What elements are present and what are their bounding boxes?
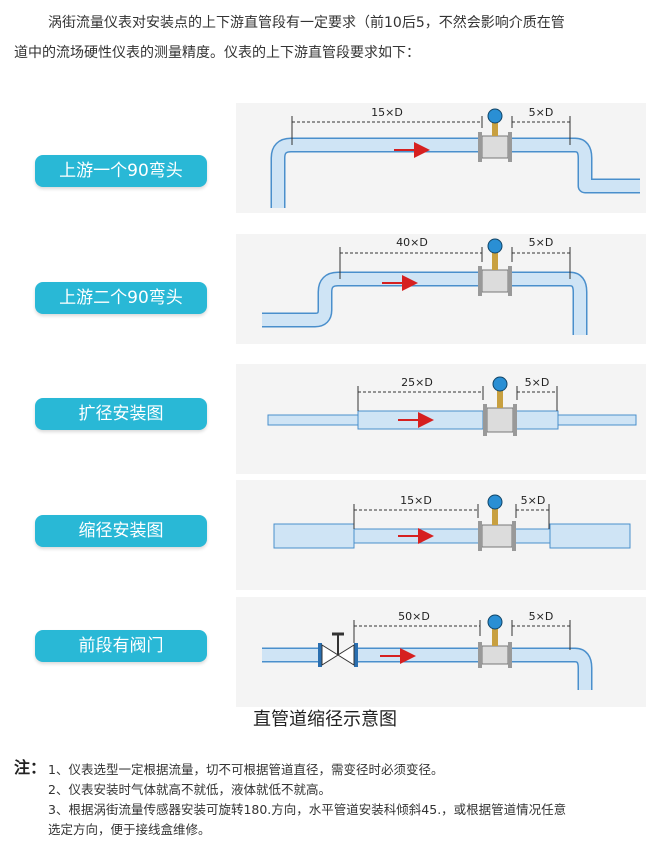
downstream-length-3: 5×D [525, 376, 550, 389]
intro-line-1: 涡街流量仪表对安装点的上下游直管段有一定要求（前10后5，不然会影响介质在管 [48, 15, 565, 31]
section-label-2: 上游二个90弯头 [35, 282, 207, 314]
meter-head-icon [487, 614, 503, 630]
intro-line-2: 道中的流场硬性仪表的测量精度。仪表的上下游直管段要求如下： [14, 45, 420, 61]
section-label-1: 上游一个90弯头 [35, 155, 207, 187]
downstream-length-5: 5×D [529, 610, 554, 623]
downstream-length-2: 5×D [529, 236, 554, 249]
section-label-5: 前段有阀门 [35, 630, 207, 662]
upstream-length-5: 50×D [398, 610, 430, 623]
upstream-length-4: 15×D [400, 494, 432, 507]
meter-head-icon [487, 238, 503, 254]
note-item-4: 选定方向，便于接线盒维修。 [48, 822, 211, 837]
notes-title: 注： [14, 758, 47, 777]
downstream-length-4: 5×D [521, 494, 546, 507]
meter-head-icon [492, 376, 508, 392]
diagram-two-elbows [262, 238, 588, 335]
valve-flange [318, 643, 322, 667]
note-item-3: 3、根据涡街流量传感器安装可旋转180.方向，水平管道安装科倾斜45.，或根据管… [48, 802, 567, 817]
note-item-1: 1、仪表选型一定根据流量，切不可根据管道直径，需变径时必须变径。 [48, 762, 444, 777]
meter-head-icon [487, 494, 503, 510]
meter-head-icon [487, 108, 503, 124]
upstream-length-3: 25×D [401, 376, 433, 389]
section-label-4: 缩径安装图 [35, 515, 207, 547]
pipe-diagrams: 15×D 5×D 40×D 5×D 25×D 5×D [262, 106, 640, 690]
downstream-length-1: 5×D [529, 106, 554, 119]
pipe-fill [272, 139, 640, 208]
note-item-2: 2、仪表安装时气体就高不就低，液体就低不就高。 [48, 782, 331, 797]
diagram-expansion [267, 376, 637, 436]
section-label-3: 扩径安装图 [35, 398, 207, 430]
figure-caption: 直管道缩径示意图 [253, 709, 397, 730]
upstream-length-2: 40×D [396, 236, 428, 249]
upstream-length-1: 15×D [371, 106, 403, 119]
intro-text: 涡街流量仪表对安装点的上下游直管段有一定要求（前10后5，不然会影响介质在管 道… [14, 8, 640, 68]
valve-flange [354, 643, 358, 667]
diagram-valve [262, 614, 593, 690]
diagram-reduction [273, 494, 631, 551]
flowmeter-body [481, 135, 509, 159]
meter-stem [492, 120, 498, 136]
diagram-one-elbow [270, 108, 640, 208]
